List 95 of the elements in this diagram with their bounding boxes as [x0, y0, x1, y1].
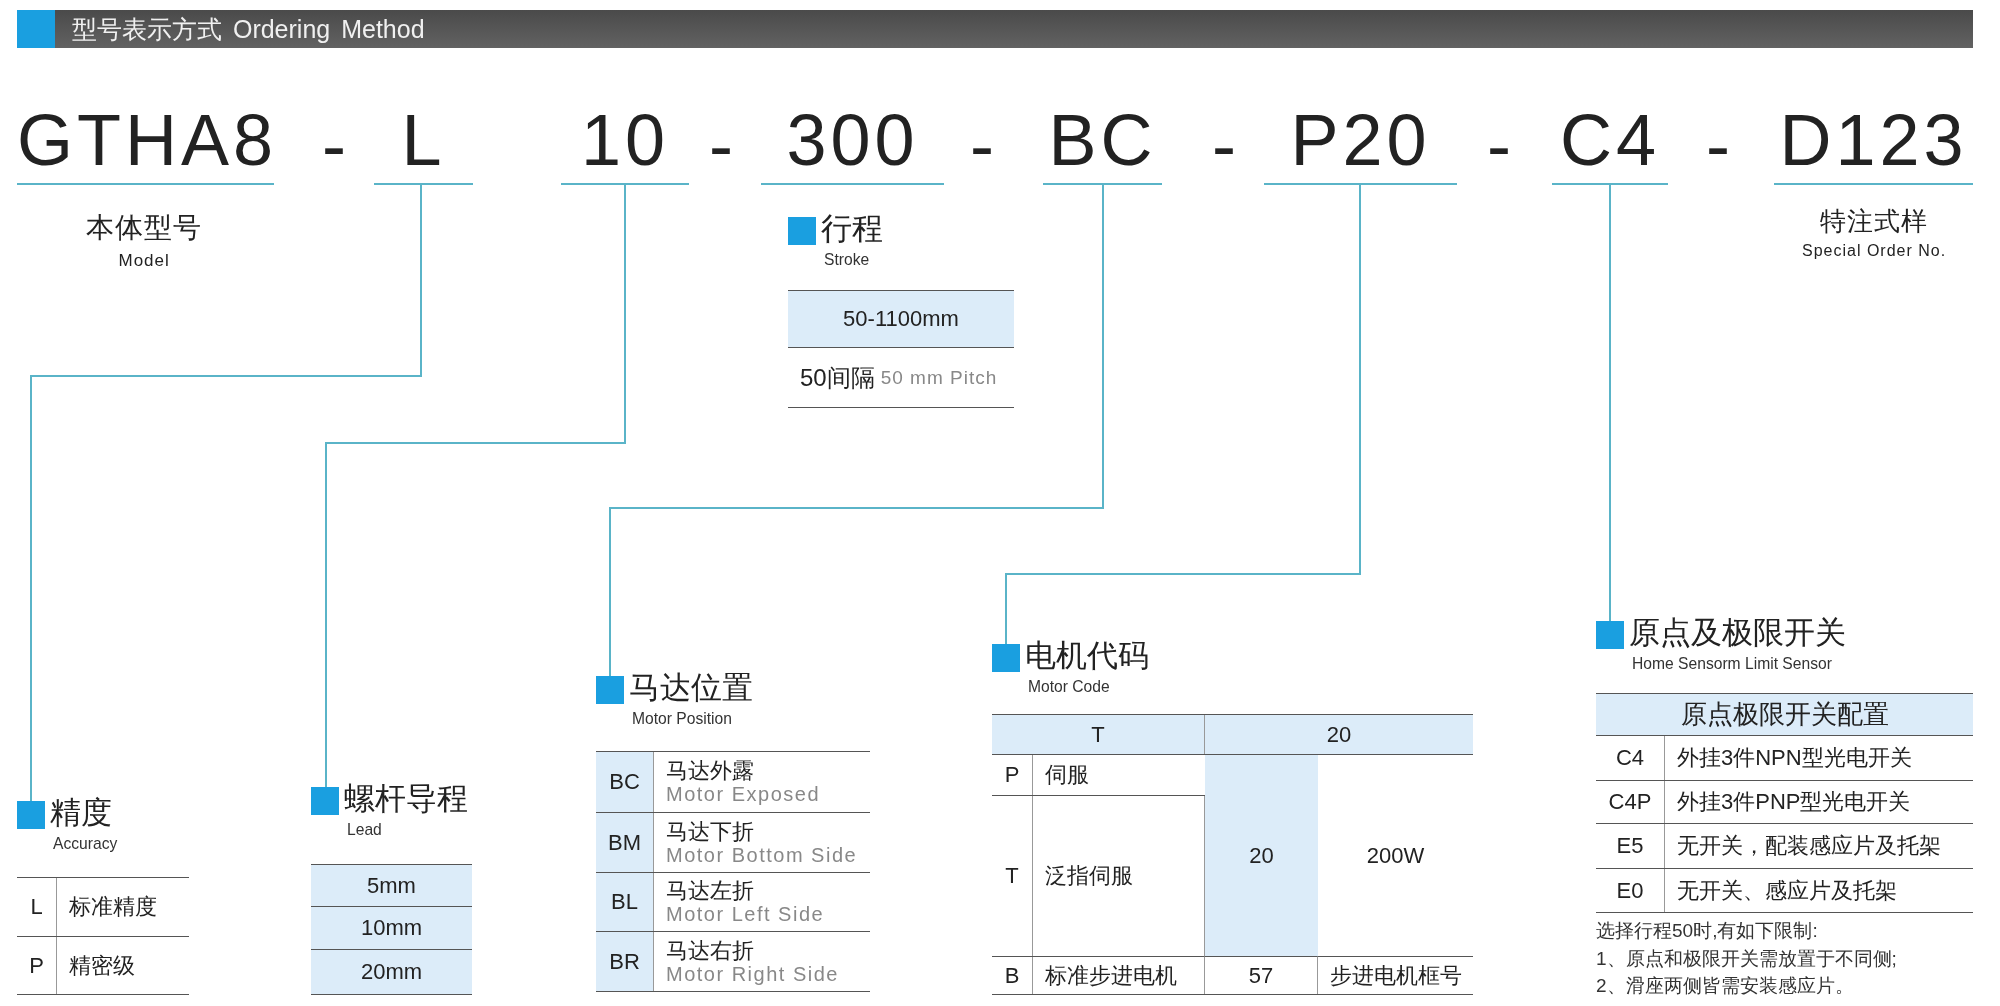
- cell-text: C4: [1615, 745, 1645, 771]
- note-text: 选择行程50时,有如下限制:: [1596, 919, 1818, 943]
- segment-subcaption: Model: [118, 250, 170, 271]
- table-row: [596, 751, 870, 813]
- segment-subcaption: Special Order No.: [1802, 241, 1947, 261]
- cell-text: 标准精度: [69, 893, 157, 921]
- code-segment: 10: [561, 100, 689, 185]
- table-cell: 5mm: [311, 865, 472, 906]
- cell-text: 马达外露: [666, 758, 754, 783]
- cell-text: 精密级: [69, 951, 135, 980]
- table-row: [596, 873, 870, 932]
- section-heading: 精度: [50, 795, 112, 831]
- separator-dash: -: [322, 105, 346, 185]
- table-cell: BR: [596, 932, 654, 991]
- cell-subtext: Motor Bottom Side: [666, 843, 858, 867]
- separator-dash: -: [1487, 105, 1511, 185]
- section-subheading: Accuracy: [53, 834, 118, 854]
- code-segment: L: [374, 100, 473, 185]
- page-title: 型号表示方式 Ordering Method: [72, 14, 425, 45]
- table-cell: 原点极限开关配置: [1596, 694, 1973, 735]
- table-row: [992, 957, 1473, 995]
- cell-text: 步进电机框号: [1329, 961, 1462, 990]
- code-segment: GTHA8: [17, 100, 274, 185]
- cell-subtext: Motor Left Side: [666, 903, 825, 926]
- separator-dash: -: [1706, 105, 1730, 185]
- leader-line: [1609, 184, 1611, 622]
- cell-text: E5: [1616, 833, 1644, 859]
- section-subheading: Lead: [347, 820, 382, 840]
- cell-text: 200W: [1366, 842, 1425, 869]
- section-subheading: Stroke: [824, 250, 870, 270]
- leader-line: [325, 184, 626, 788]
- note-text: 1、原点和极限开关需放置于不同侧;: [1596, 947, 1897, 971]
- cell-text: P: [1004, 762, 1020, 788]
- cell-text: L: [30, 894, 43, 920]
- table-cell: 20: [1205, 715, 1473, 754]
- segment-caption: 本体型号: [86, 212, 202, 244]
- section-heading: 电机代码: [1025, 638, 1149, 674]
- cell-text: 50间隔: [800, 362, 875, 393]
- cell-text: 无开关，配装感应片及托架: [1677, 832, 1941, 860]
- table-row: [596, 813, 870, 873]
- section-subheading: Home Sensorm Limit Sensor: [1632, 654, 1832, 674]
- table-row: [992, 796, 1205, 957]
- cell-subtext: 50 mm Pitch: [880, 366, 998, 389]
- code-segment: BC: [1043, 100, 1162, 185]
- section-subheading: Motor Position: [632, 709, 732, 729]
- code-segment: C4: [1552, 100, 1668, 185]
- cell-subtext: Motor Exposed: [666, 783, 820, 806]
- cell-subtext: Motor Right Side: [666, 962, 839, 986]
- table-row: [17, 937, 189, 995]
- code-segment: 300: [761, 100, 944, 185]
- table-row: [992, 714, 1473, 755]
- table-cell: 20mm: [311, 950, 472, 994]
- cell-text: 马达下折: [666, 818, 754, 844]
- section-subheading: Motor Code: [1028, 677, 1110, 697]
- table-cell: 50-1100mm: [788, 291, 1014, 347]
- cell-text: C4P: [1608, 789, 1652, 815]
- table-row: [596, 932, 870, 992]
- leader-line: [609, 184, 1104, 677]
- code-segment: P20: [1264, 100, 1457, 185]
- table-row: [1596, 736, 1973, 781]
- separator-dash: -: [1212, 105, 1236, 185]
- cell-text: 外挂3件PNP型光电开关: [1677, 788, 1911, 816]
- table-cell: 10mm: [311, 907, 472, 949]
- code-segment: D123: [1774, 100, 1973, 185]
- cell-text: 无开关、感应片及托架: [1677, 876, 1897, 905]
- table-cell: BC: [596, 752, 654, 812]
- cell-text: P: [29, 952, 44, 979]
- separator-dash: -: [709, 105, 733, 185]
- separator-dash: -: [970, 105, 994, 185]
- cell-text: 马达左折: [666, 878, 754, 903]
- cell-text: 泛指伺服: [1045, 862, 1133, 890]
- cell-text: 57: [1248, 962, 1274, 989]
- segment-caption: 特注式样: [1820, 206, 1928, 236]
- leader-line: [1005, 184, 1361, 645]
- table-cell: BM: [596, 813, 654, 872]
- cell-text: 外挂3件NPN型光电开关: [1677, 744, 1912, 772]
- section-heading: 马达位置: [629, 670, 753, 706]
- cell-text: E0: [1616, 877, 1644, 904]
- table-cell: BL: [596, 873, 654, 931]
- cell-text: 马达右折: [666, 937, 754, 963]
- table-cell: 20: [1205, 755, 1318, 956]
- section-heading: 原点及极限开关: [1629, 615, 1846, 651]
- table-row: [1596, 781, 1973, 824]
- leader-line: [30, 184, 422, 802]
- note-text: 2、滑座两侧皆需安装感应片。: [1596, 974, 1854, 998]
- table-row: [17, 877, 189, 937]
- cell-text: T: [1005, 863, 1019, 889]
- table-cell: T: [992, 715, 1205, 754]
- cell-text: 标准步进电机: [1045, 961, 1177, 990]
- table-row: [1596, 824, 1973, 869]
- cell-text: B: [1004, 962, 1020, 989]
- table-row: [1596, 869, 1973, 913]
- cell-text: 伺服: [1045, 761, 1089, 789]
- section-heading: 螺杆导程: [344, 781, 468, 817]
- section-heading: 行程: [821, 211, 883, 247]
